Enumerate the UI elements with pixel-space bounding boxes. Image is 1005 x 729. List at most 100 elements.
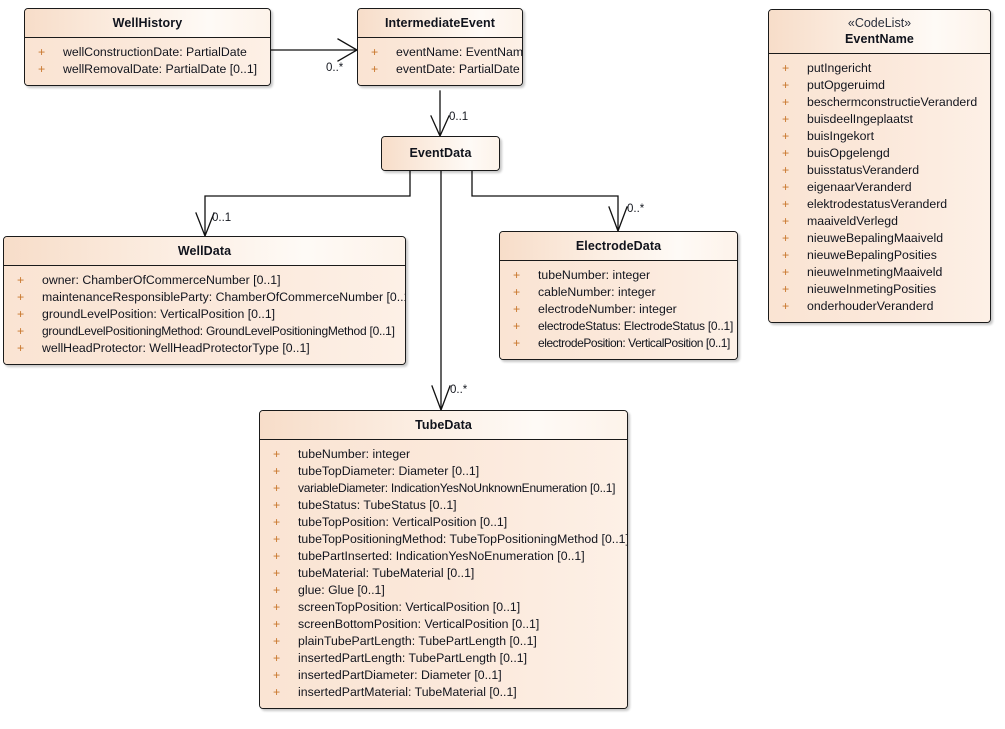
attribute-text: electrodeStatus: ElectrodeStatus [0..1] [538, 319, 734, 333]
class-attributes-eventname: +putIngericht +putOpgeruimd +beschermcon… [769, 54, 990, 322]
visibility-marker: + [782, 248, 790, 262]
attribute-row: +screenTopPosition: VerticalPosition [0.… [260, 599, 627, 616]
visibility-marker: + [782, 265, 790, 279]
attribute-row: +tubeNumber: integer [260, 446, 627, 463]
attribute-text: insertedPartMaterial: TubeMaterial [0..1… [298, 685, 517, 699]
attribute-row: +tubeNumber: integer [500, 267, 737, 284]
class-attributes-welldata: +owner: ChamberOfCommerceNumber [0..1] +… [4, 266, 405, 364]
attribute-row: +eventName: EventName [358, 44, 522, 61]
class-welldata[interactable]: WellData +owner: ChamberOfCommerceNumber… [3, 236, 406, 365]
attribute-row: + putIngericht [769, 60, 990, 77]
attribute-row: +nieuweBepalingPosities [769, 247, 990, 264]
attribute-text: electrodeNumber: integer [538, 302, 677, 316]
attribute-text: tubeTopDiameter: Diameter [0..1] [298, 464, 480, 478]
class-attributes-intermediateevent: +eventName: EventName + eventDate: Partia… [358, 38, 522, 85]
class-tubedata[interactable]: TubeData +tubeNumber: integer + tubeTopDi… [259, 410, 628, 709]
attribute-text: electrodePosition: VerticalPosition [0..… [538, 336, 730, 350]
attribute-row: +groundLevelPosition: VerticalPosition [… [4, 306, 405, 323]
visibility-marker: + [17, 341, 25, 355]
attribute-row: + tubePartInserted: IndicationYesNoEnumer… [260, 548, 627, 565]
attribute-row: + groundLevelPositioningMethod: GroundLev… [4, 323, 405, 340]
class-eventdata[interactable]: EventData [381, 136, 500, 171]
class-electrodedata[interactable]: ElectrodeData +tubeNumber: integer +cabl… [499, 231, 738, 360]
visibility-marker: + [38, 45, 46, 59]
edge-eventdata-welldata [204, 169, 411, 236]
attribute-text: buisIngekort [807, 129, 874, 143]
attribute-text: nieuweBepalingMaaiveld [807, 231, 944, 245]
visibility-marker: + [371, 62, 379, 76]
class-wellhistory[interactable]: WellHistory +wellConstructionDate: Parti… [24, 8, 271, 86]
visibility-marker: + [782, 95, 790, 109]
visibility-marker: + [273, 566, 281, 580]
class-intermediateevent[interactable]: IntermediateEvent +eventName: EventName … [357, 8, 523, 86]
visibility-marker: + [513, 285, 521, 299]
class-header-welldata: WellData [4, 237, 405, 266]
edge-eventdata-electrodedata [471, 169, 619, 231]
visibility-marker: + [273, 668, 281, 682]
attribute-text: tubePartInserted: IndicationYesNoEnumera… [298, 549, 585, 563]
class-header-tubedata: TubeData [260, 411, 627, 440]
attribute-row: + nieuweInmetingPosities [769, 281, 990, 298]
attribute-row: +buisdeelIngeplaatst [769, 111, 990, 128]
attribute-row: +tubeMaterial: TubeMaterial [0..1] [260, 565, 627, 582]
visibility-marker: + [17, 273, 25, 287]
attribute-text: groundLevelPositioningMethod: GroundLeve… [42, 324, 395, 338]
attribute-row: +putOpgeruimd [769, 77, 990, 94]
visibility-marker: + [273, 532, 281, 546]
class-eventname-codelist[interactable]: «CodeList» EventName +putIngericht +putO… [768, 9, 991, 323]
attribute-row: +wellHeadProtector: WellHeadProtectorTyp… [4, 340, 405, 357]
visibility-marker: + [273, 549, 281, 563]
visibility-marker: + [782, 282, 790, 296]
arrowhead-electrodedata [608, 206, 628, 233]
multiplicity-eventdata-tubedata: 0..* [450, 384, 468, 396]
attribute-row: + tubeTopPosition: VerticalPosition [0..1… [260, 514, 627, 531]
visibility-marker: + [782, 112, 790, 126]
attribute-row: +eigenaarVeranderd [769, 179, 990, 196]
attribute-text: eventName: EventName [396, 45, 523, 59]
attribute-text: insertedPartLength: TubePartLength [0..1… [298, 651, 528, 665]
attribute-text: tubeTopPosition: VerticalPosition [0..1] [298, 515, 508, 529]
class-attributes-electrodedata: +tubeNumber: integer +cableNumber: integ… [500, 261, 737, 359]
attribute-row: +insertedPartLength: TubePartLength [0..… [260, 650, 627, 667]
attribute-text: buisOpgelengd [807, 146, 890, 160]
visibility-marker: + [782, 180, 790, 194]
visibility-marker: + [782, 197, 790, 211]
attribute-text: buisstatusVeranderd [807, 163, 920, 177]
visibility-marker: + [17, 324, 24, 338]
attribute-row: +electrodeNumber: integer [500, 301, 737, 318]
visibility-marker: + [273, 515, 281, 529]
visibility-marker: + [273, 583, 281, 597]
visibility-marker: + [273, 600, 281, 614]
attribute-row: +maaiveldVerlegd [769, 213, 990, 230]
visibility-marker: + [513, 336, 520, 350]
attribute-text: putIngericht [807, 61, 872, 75]
multiplicity-eventdata-electrodedata: 0..* [627, 203, 645, 215]
attribute-row: +buisOpgelengd [769, 145, 990, 162]
visibility-marker: + [782, 299, 790, 313]
attribute-text: tubeStatus: TubeStatus [0..1] [298, 498, 457, 512]
attribute-row: + eventDate: PartialDate [358, 61, 522, 78]
class-title-wellhistory: WellHistory [112, 16, 183, 30]
visibility-marker: + [17, 290, 25, 304]
visibility-marker: + [38, 62, 46, 76]
attribute-text: elektrodestatusVeranderd [807, 197, 948, 211]
class-title-welldata: WellData [177, 244, 232, 258]
multiplicity-intermediateevent-eventdata: 0..1 [449, 111, 469, 123]
visibility-marker: + [513, 319, 520, 333]
attribute-text: eventDate: PartialDate [396, 62, 520, 76]
class-attributes-wellhistory: +wellConstructionDate: PartialDate +well… [25, 38, 270, 85]
attribute-text: tubeNumber: integer [538, 268, 651, 282]
attribute-text: tubeTopPositioningMethod: TubeTopPositio… [298, 532, 628, 546]
class-attributes-tubedata: +tubeNumber: integer + tubeTopDiameter: D… [260, 440, 627, 708]
attribute-row: +glue: Glue [0..1] [260, 582, 627, 599]
attribute-row: +onderhouderVeranderd [769, 298, 990, 315]
attribute-text: nieuweInmetingMaaiveld [807, 265, 943, 279]
attribute-row: +wellRemovalDate: PartialDate [0..1] [25, 61, 270, 78]
visibility-marker: + [782, 61, 790, 75]
visibility-marker: + [273, 447, 281, 461]
visibility-marker: + [273, 481, 280, 495]
attribute-text: nieuweInmetingPosities [807, 282, 937, 296]
visibility-marker: + [273, 617, 281, 631]
visibility-marker: + [782, 231, 790, 245]
attribute-text: maintenanceResponsibleParty: ChamberOfCo… [42, 290, 406, 304]
